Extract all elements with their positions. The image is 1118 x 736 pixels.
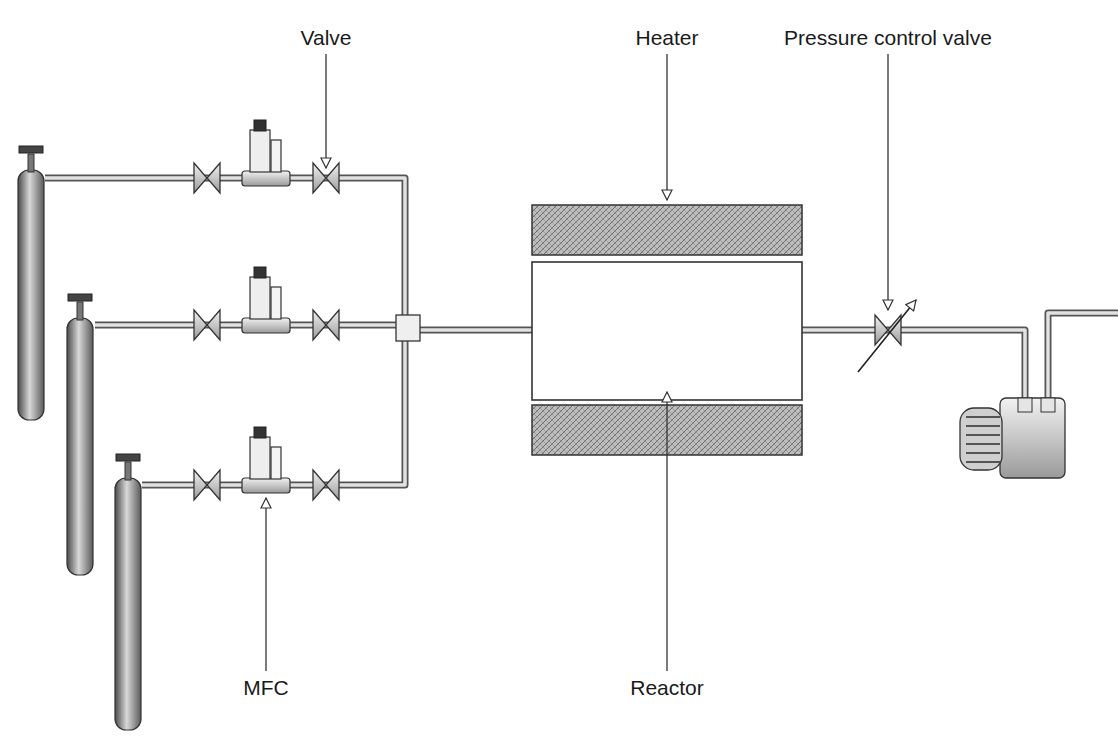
reactor-inlet-pipe-core <box>420 328 532 332</box>
callout-label: Heater <box>635 26 698 49</box>
leader-line <box>666 54 667 200</box>
reactor-tube <box>532 262 802 400</box>
exhaust-pipe <box>800 330 1025 400</box>
callout-label: MFC <box>243 676 289 699</box>
pump-outlet-pipe-core <box>1048 313 1118 400</box>
callout-label: Reactor <box>630 676 704 699</box>
shutoff-valve <box>194 310 220 340</box>
leader-line <box>887 54 888 310</box>
gas-cylinder <box>67 294 93 575</box>
callout-label: Pressure control valve <box>784 26 992 49</box>
gas-manifold <box>396 315 420 341</box>
mass-flow-controller <box>242 267 290 333</box>
gas-cylinder <box>115 454 141 730</box>
mass-flow-controller <box>242 120 290 186</box>
shutoff-valve <box>194 470 220 500</box>
shutoff-valve <box>313 470 339 500</box>
mass-flow-controller <box>242 427 290 493</box>
leader-line <box>666 392 667 671</box>
shutoff-valve <box>194 163 220 193</box>
adjustable-arrow <box>858 300 916 372</box>
heater-top <box>532 205 802 255</box>
reactor-inlet-pipe <box>420 327 532 334</box>
leader-line <box>325 54 326 168</box>
gas-line-core <box>45 178 405 485</box>
vacuum-pump <box>960 398 1065 478</box>
exhaust-pipe-core <box>800 330 1025 400</box>
gas-cylinder <box>18 146 44 420</box>
gas-line <box>45 178 405 485</box>
callout-label: Valve <box>301 26 352 49</box>
pressure-control-valve <box>875 315 901 345</box>
pump-outlet-pipe <box>1048 313 1118 400</box>
shutoff-valve <box>313 310 339 340</box>
leader-line <box>265 498 266 671</box>
